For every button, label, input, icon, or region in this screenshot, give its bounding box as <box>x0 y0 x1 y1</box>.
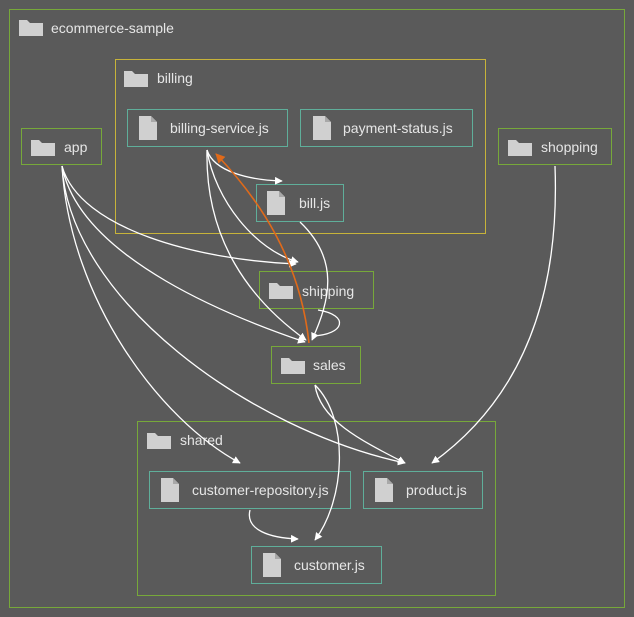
file-product-label: product.js <box>406 482 467 498</box>
folder-sales-label: sales <box>313 357 346 373</box>
file-icon <box>139 116 157 140</box>
folder-icon <box>281 358 305 374</box>
file-product[interactable] <box>363 471 483 509</box>
file-customer-label: customer.js <box>294 557 365 573</box>
folder-icon <box>269 283 293 299</box>
file-customer[interactable] <box>251 546 382 584</box>
folder-app-label: app <box>64 139 88 155</box>
file-icon <box>267 191 285 215</box>
folder-billing-label: billing <box>157 70 193 86</box>
file-icon <box>313 116 331 140</box>
folder-shared-label: shared <box>180 432 223 448</box>
folder-app[interactable] <box>21 128 102 165</box>
folder-shopping-label: shopping <box>541 139 598 155</box>
folder-icon <box>124 71 148 87</box>
file-customer-repository[interactable] <box>149 471 351 509</box>
folder-icon <box>508 140 532 156</box>
file-billing-service[interactable] <box>127 109 288 147</box>
file-icon <box>161 478 179 502</box>
root-folder-ecommerce-sample <box>9 9 625 608</box>
file-icon <box>263 553 281 577</box>
file-billing-service-label: billing-service.js <box>170 120 269 136</box>
file-bill-label: bill.js <box>299 195 331 211</box>
file-payment-status[interactable] <box>300 109 473 147</box>
folder-icon <box>31 140 55 156</box>
file-icon <box>375 478 393 502</box>
root-folder-label: ecommerce-sample <box>51 20 174 36</box>
file-customer-repository-label: customer-repository.js <box>192 482 329 498</box>
folder-shopping[interactable] <box>498 128 612 165</box>
folder-shipping-label: shipping <box>302 283 355 299</box>
folder-icon <box>19 20 43 36</box>
folder-icon <box>147 433 171 449</box>
file-payment-status-label: payment-status.js <box>343 120 453 136</box>
